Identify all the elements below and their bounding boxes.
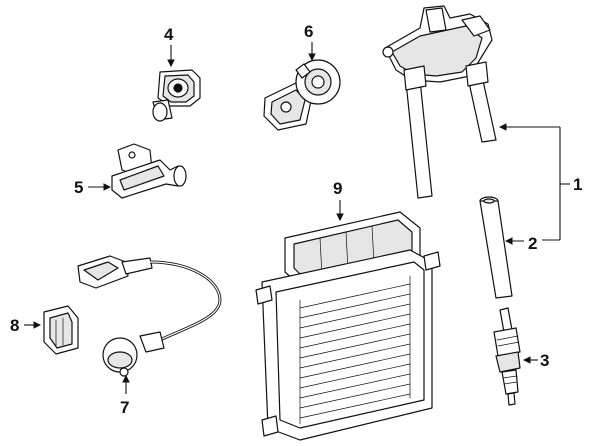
connector-part-8: 8 [10,305,79,355]
callout-4: 4 [164,25,174,44]
camshaft-sensor-part-4: 4 [152,25,201,122]
callout-7: 7 [120,398,129,417]
callout-6: 6 [304,22,313,41]
callout-8: 8 [10,316,19,335]
callout-3: 3 [540,351,549,370]
callout-1: 1 [573,175,582,194]
engine-control-module-part-9: 9 [255,179,441,441]
spark-plug-part-3: 3 [493,307,549,406]
callout-2: 2 [528,234,537,253]
knock-sensor-bracket-part-6: 6 [263,22,341,131]
callout-5: 5 [74,178,83,197]
boot-tube-part-2: 2 [479,196,560,299]
heat-sink-fins [299,275,411,425]
ignition-coil-part-1: 1 [382,5,582,240]
crankshaft-sensor-part-5: 5 [74,143,187,199]
knock-sensor-harness-part-7: 7 [77,255,222,417]
callout-9: 9 [333,179,342,198]
